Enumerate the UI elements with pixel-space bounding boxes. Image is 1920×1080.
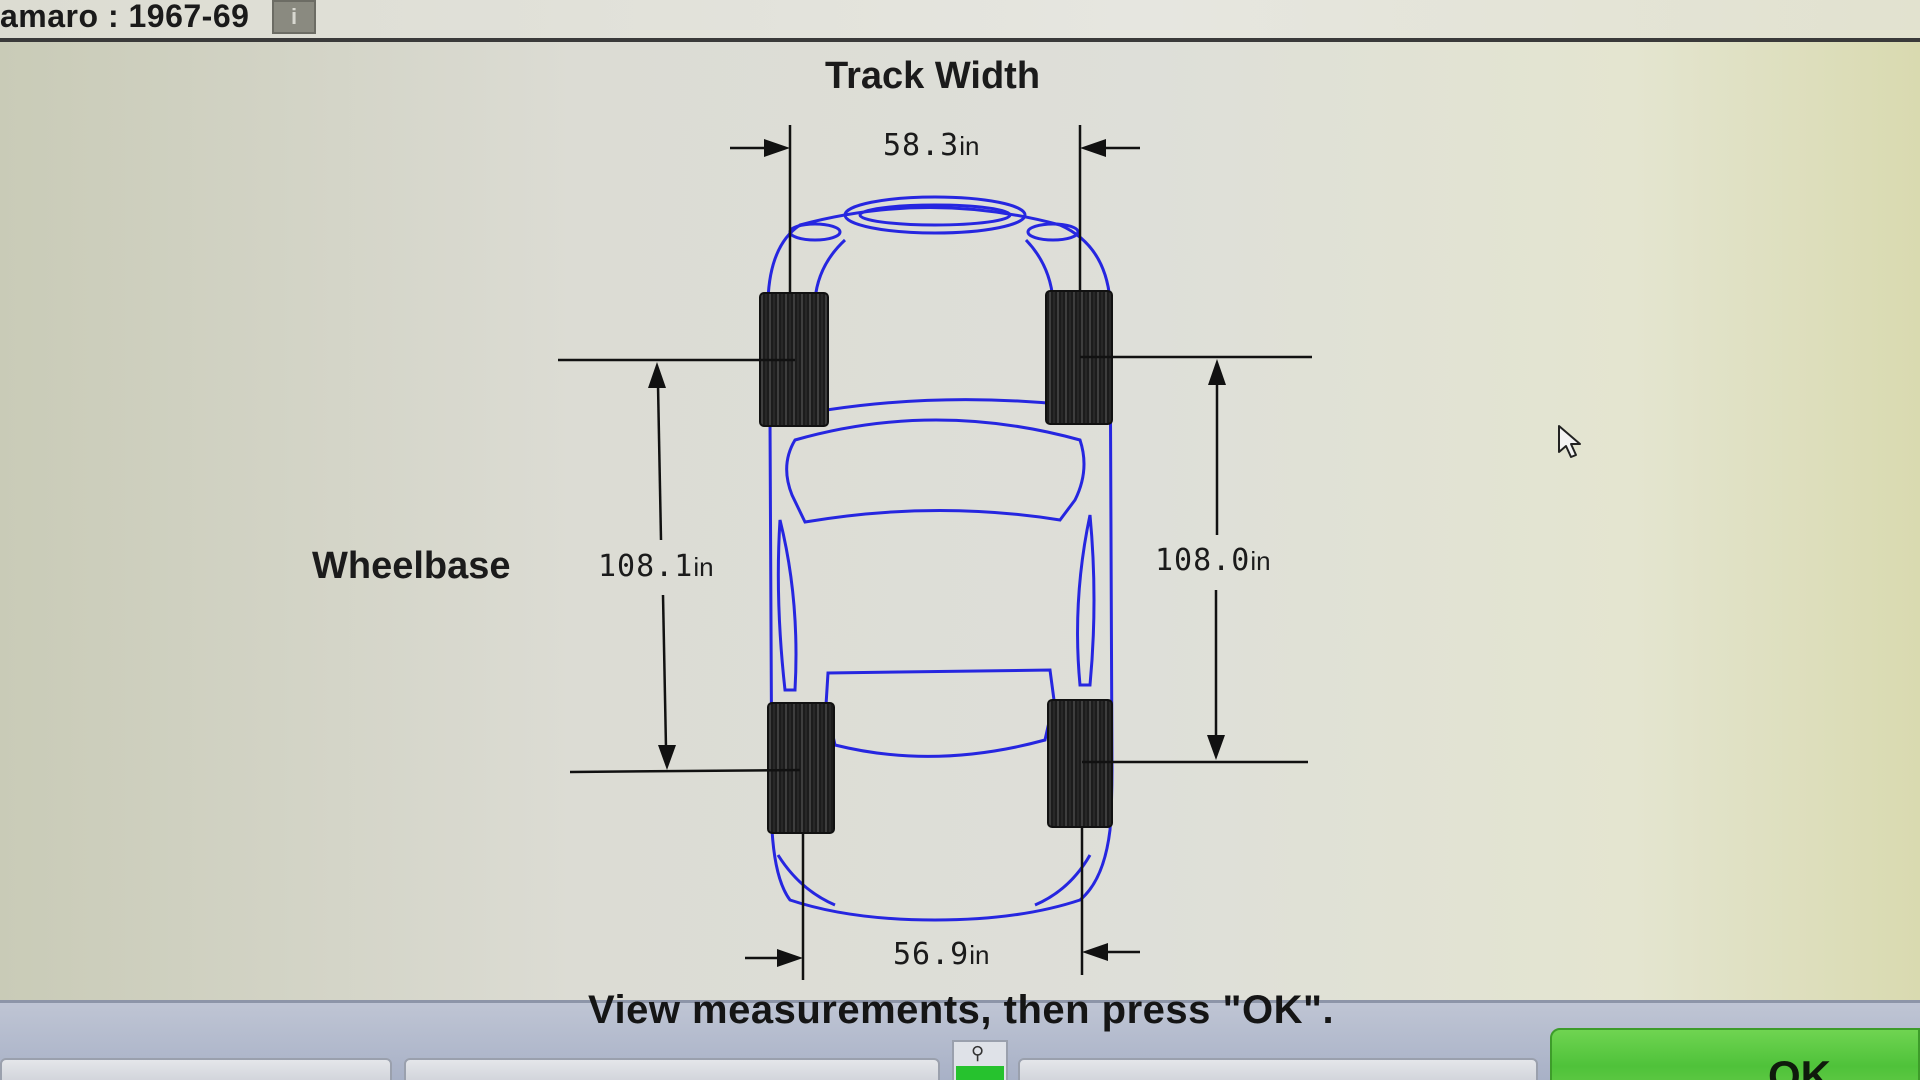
right-wheelbase-bottom-arrowhead <box>1207 735 1225 760</box>
rear-track-value: 56.9 <box>893 937 970 972</box>
rear-left-tire <box>767 702 835 834</box>
dimension-lines <box>558 125 1312 980</box>
right-wheelbase-value: 108.0 <box>1155 543 1251 578</box>
ok-button[interactable]: OK <box>1550 1028 1920 1080</box>
left-wheelbase-lower-line <box>661 594 668 749</box>
wheelbase-title: Wheelbase <box>312 545 511 587</box>
rear-track-unit: in <box>969 940 990 970</box>
right-door-mirror <box>1076 514 1096 687</box>
left-wheelbase-upper-line <box>656 384 663 541</box>
magnifier-icon: ⚲ <box>971 1043 985 1063</box>
car-outline <box>766 195 1114 922</box>
status-indicator[interactable]: ⚲ <box>952 1040 1008 1080</box>
vehicle-title: amaro : 1967-69 <box>0 0 250 34</box>
left-wheelbase-rear-extension <box>569 768 801 774</box>
softkey-1[interactable] <box>0 1058 392 1080</box>
title-bar: amaro : 1967-69 i <box>0 0 1920 42</box>
tires <box>759 290 1113 834</box>
left-headlight <box>788 222 842 242</box>
left-wheelbase-unit: in <box>693 552 714 582</box>
hood-scoop <box>843 195 1027 235</box>
right-wheelbase-top-arrowhead <box>1208 359 1226 385</box>
ok-button-label: OK <box>1768 1052 1831 1080</box>
trunk-line-right <box>1034 854 1092 907</box>
left-door-mirror <box>776 519 798 692</box>
hood-scoop-inner <box>858 203 1012 227</box>
info-badge-icon[interactable]: i <box>272 0 316 34</box>
right-wheelbase-measurement: 108.0in <box>1155 543 1271 578</box>
front-track-unit: in <box>959 131 980 161</box>
instruction-text: View measurements, then press "OK". <box>588 988 1335 1032</box>
rear-track-right-arrowhead <box>1082 943 1108 961</box>
hood-line-left <box>813 238 847 301</box>
front-track-right-arrowhead <box>1080 139 1106 157</box>
left-wheelbase-top-arrowhead <box>648 362 666 388</box>
status-level-fill <box>956 1066 1004 1080</box>
rear-right-tire <box>1047 699 1113 828</box>
track-width-title: Track Width <box>825 55 1041 97</box>
rear-window <box>824 668 1056 758</box>
front-track-left-arrowhead <box>764 139 790 157</box>
left-wheelbase-measurement: 108.1in <box>598 549 714 584</box>
windshield <box>785 418 1086 524</box>
mouse-cursor-icon <box>1558 425 1581 458</box>
info-badge-glyph: i <box>290 4 298 29</box>
front-track-measurement: 58.3in <box>883 128 980 163</box>
left-wheelbase-value: 108.1 <box>598 549 694 584</box>
front-track-value: 58.3 <box>883 128 960 163</box>
right-wheelbase-unit: in <box>1250 546 1271 576</box>
right-headlight <box>1026 222 1080 242</box>
softkey-2[interactable] <box>404 1058 940 1080</box>
rear-track-left-arrowhead <box>777 949 803 967</box>
rear-track-measurement: 56.9in <box>893 937 990 972</box>
left-wheelbase-bottom-arrowhead <box>658 745 676 770</box>
softkey-3[interactable] <box>1018 1058 1538 1080</box>
